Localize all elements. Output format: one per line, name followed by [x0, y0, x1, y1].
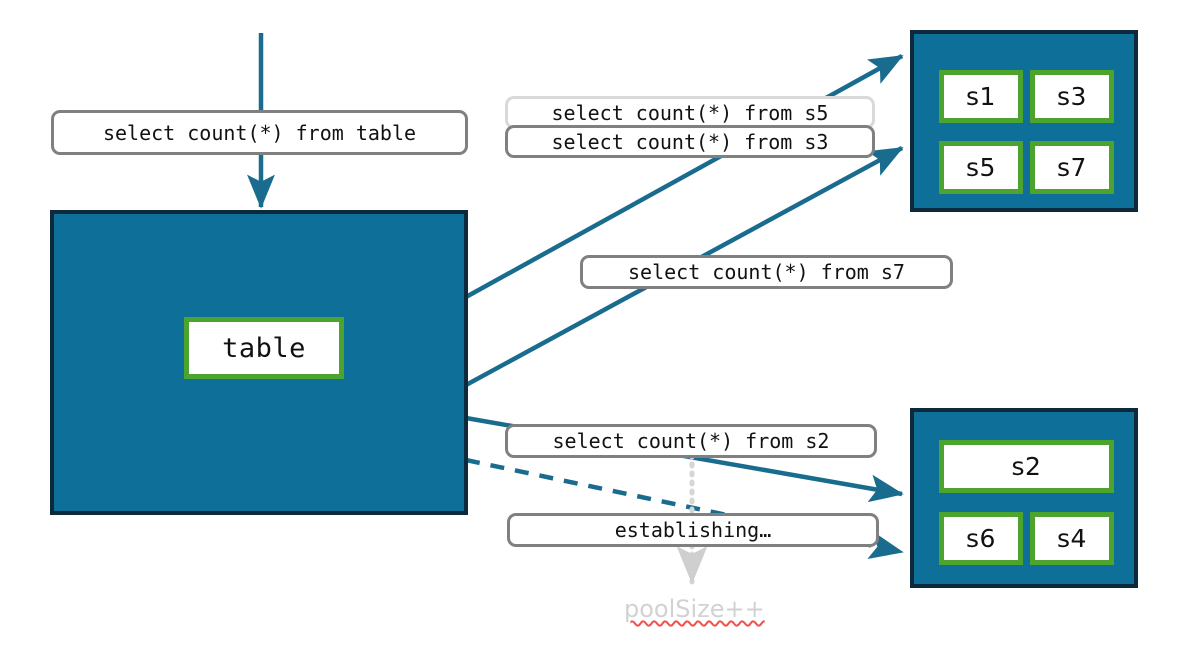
- query-label-text: select count(*) from s7: [628, 260, 905, 284]
- server-node-s6[interactable]: s6: [939, 512, 1023, 565]
- server-node-label: s5: [966, 153, 996, 182]
- query-label-text: select count(*) from s5: [551, 100, 829, 125]
- server-node-s5[interactable]: s5: [939, 141, 1023, 194]
- server-node-label: s6: [966, 524, 996, 553]
- query-label-text: select count(*) from s3: [551, 129, 829, 154]
- status-label-establishing[interactable]: establishing…: [507, 513, 879, 547]
- query-label-from-s3[interactable]: select count(*) from s3: [505, 125, 875, 158]
- server-node-label: s2: [1011, 452, 1042, 481]
- poolsize-label: poolSize++: [624, 595, 765, 623]
- server-group-bottom-panel: s2 s6 s4: [910, 408, 1138, 588]
- server-node-s3[interactable]: s3: [1030, 70, 1114, 123]
- table-node[interactable]: table: [184, 317, 344, 379]
- query-label-from-s2[interactable]: select count(*) from s2: [505, 424, 877, 458]
- server-node-label: s3: [1057, 82, 1087, 111]
- query-label-text: select count(*) from table: [102, 120, 417, 145]
- poolsize-text: poolSize++: [624, 595, 765, 623]
- query-label-text: select count(*) from s2: [552, 429, 830, 453]
- server-group-top-panel: s1 s3 s5 s7: [910, 30, 1138, 212]
- status-label-text: establishing…: [614, 518, 772, 542]
- server-node-label: s1: [966, 82, 996, 111]
- server-node-s2[interactable]: s2: [939, 440, 1114, 493]
- server-node-label: s4: [1057, 524, 1087, 553]
- server-node-label: s7: [1057, 153, 1087, 182]
- table-group-panel: table: [50, 210, 468, 515]
- query-label-from-table[interactable]: select count(*) from table: [51, 110, 468, 155]
- server-node-s7[interactable]: s7: [1030, 141, 1114, 194]
- server-node-s1[interactable]: s1: [939, 70, 1023, 123]
- server-node-s4[interactable]: s4: [1030, 512, 1114, 565]
- query-label-from-s7[interactable]: select count(*) from s7: [580, 255, 953, 289]
- table-node-label: table: [222, 332, 306, 364]
